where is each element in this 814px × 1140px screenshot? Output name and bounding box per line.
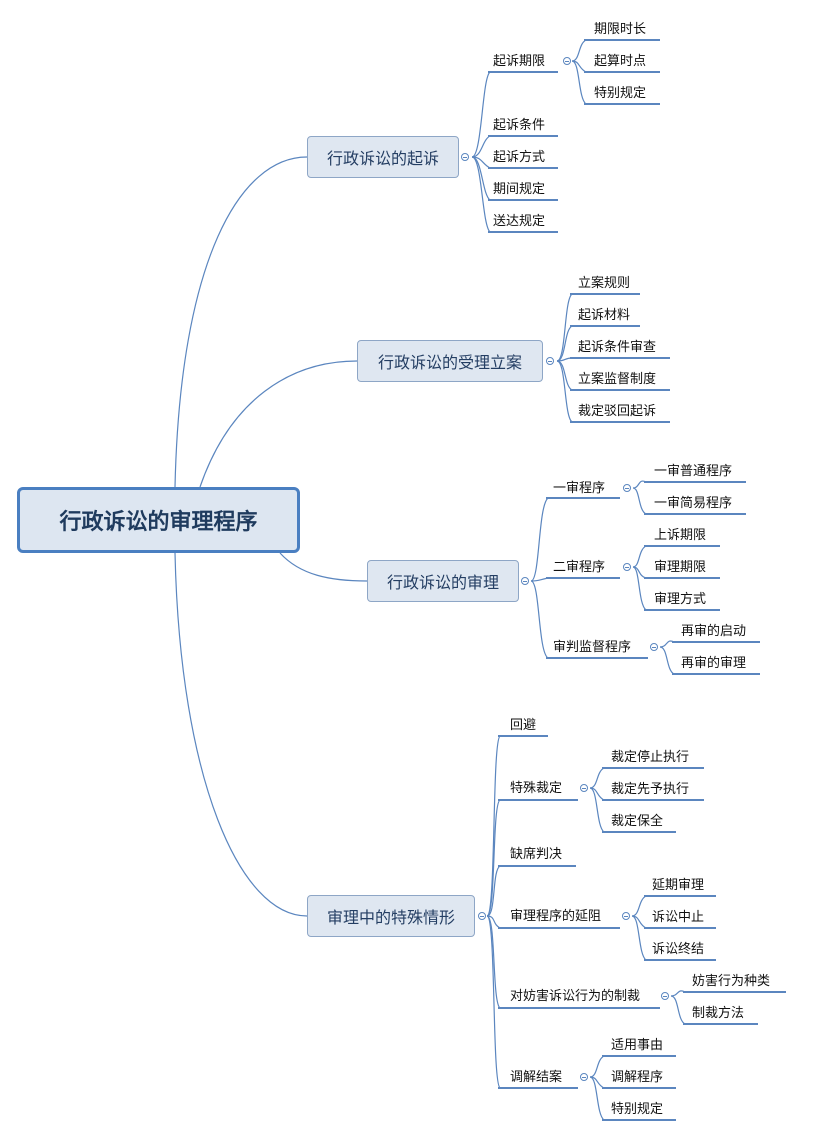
- collapse-toggle-icon[interactable]: [661, 992, 669, 1000]
- subtopic-node[interactable]: 起诉期限: [493, 54, 546, 69]
- subtopic-node[interactable]: 特殊裁定: [510, 781, 563, 796]
- subtopic-node[interactable]: 回避: [510, 718, 537, 733]
- leaf-node[interactable]: 诉讼中止: [652, 910, 705, 925]
- subtopic-node[interactable]: 对妨害诉讼行为的制裁: [510, 989, 641, 1004]
- subtopic-node[interactable]: 审判监督程序: [553, 640, 632, 655]
- leaf-node[interactable]: 起算时点: [594, 54, 647, 69]
- subtopic-node[interactable]: 期间规定: [493, 182, 546, 197]
- subtopic-node[interactable]: 起诉方式: [493, 150, 546, 165]
- collapse-toggle-icon[interactable]: [622, 912, 630, 920]
- leaf-node[interactable]: 上诉期限: [654, 528, 707, 543]
- leaf-node[interactable]: 一审简易程序: [654, 496, 733, 511]
- leaf-node[interactable]: 妨害行为种类: [692, 974, 771, 989]
- leaf-node[interactable]: 延期审理: [652, 878, 705, 893]
- collapse-toggle-icon[interactable]: [461, 153, 469, 161]
- leaf-node[interactable]: 调解程序: [611, 1070, 664, 1085]
- branch-trial[interactable]: 行政诉讼的审理: [367, 560, 519, 602]
- branch-special-cases[interactable]: 审理中的特殊情形: [307, 895, 475, 937]
- leaf-node[interactable]: 审理期限: [654, 560, 707, 575]
- subtopic-node[interactable]: 缺席判决: [510, 847, 563, 862]
- subtopic-node[interactable]: 裁定驳回起诉: [578, 404, 657, 419]
- leaf-node[interactable]: 期限时长: [594, 22, 647, 37]
- collapse-toggle-icon[interactable]: [580, 784, 588, 792]
- subtopic-node[interactable]: 立案监督制度: [578, 372, 657, 387]
- root-topic[interactable]: 行政诉讼的审理程序: [17, 487, 300, 553]
- collapse-toggle-icon[interactable]: [563, 57, 571, 65]
- collapse-toggle-icon[interactable]: [623, 484, 631, 492]
- subtopic-node[interactable]: 二审程序: [553, 560, 606, 575]
- subtopic-node[interactable]: 起诉条件审查: [578, 340, 657, 355]
- leaf-node[interactable]: 裁定先予执行: [611, 782, 690, 797]
- leaf-node[interactable]: 适用事由: [611, 1038, 664, 1053]
- subtopic-node[interactable]: 起诉材料: [578, 308, 631, 323]
- subtopic-node[interactable]: 一审程序: [553, 481, 606, 496]
- collapse-toggle-icon[interactable]: [580, 1073, 588, 1081]
- collapse-toggle-icon[interactable]: [546, 357, 554, 365]
- collapse-toggle-icon[interactable]: [478, 912, 486, 920]
- subtopic-node[interactable]: 立案规则: [578, 276, 631, 291]
- subtopic-node[interactable]: 送达规定: [493, 214, 546, 229]
- collapse-toggle-icon[interactable]: [521, 577, 529, 585]
- leaf-node[interactable]: 再审的审理: [681, 656, 747, 671]
- subtopic-node[interactable]: 审理程序的延阻: [510, 909, 602, 924]
- leaf-node[interactable]: 诉讼终结: [652, 942, 705, 957]
- leaf-node[interactable]: 裁定停止执行: [611, 750, 690, 765]
- subtopic-node[interactable]: 起诉条件: [493, 118, 546, 133]
- branch-filing[interactable]: 行政诉讼的起诉: [307, 136, 459, 178]
- leaf-node[interactable]: 审理方式: [654, 592, 707, 607]
- collapse-toggle-icon[interactable]: [650, 643, 658, 651]
- branch-acceptance[interactable]: 行政诉讼的受理立案: [357, 340, 543, 382]
- leaf-node[interactable]: 特别规定: [611, 1102, 664, 1117]
- leaf-node[interactable]: 一审普通程序: [654, 464, 733, 479]
- leaf-node[interactable]: 制裁方法: [692, 1006, 745, 1021]
- leaf-node[interactable]: 裁定保全: [611, 814, 664, 829]
- collapse-toggle-icon[interactable]: [623, 563, 631, 571]
- leaf-node[interactable]: 再审的启动: [681, 624, 747, 639]
- subtopic-node[interactable]: 调解结案: [510, 1070, 563, 1085]
- leaf-node[interactable]: 特别规定: [594, 86, 647, 101]
